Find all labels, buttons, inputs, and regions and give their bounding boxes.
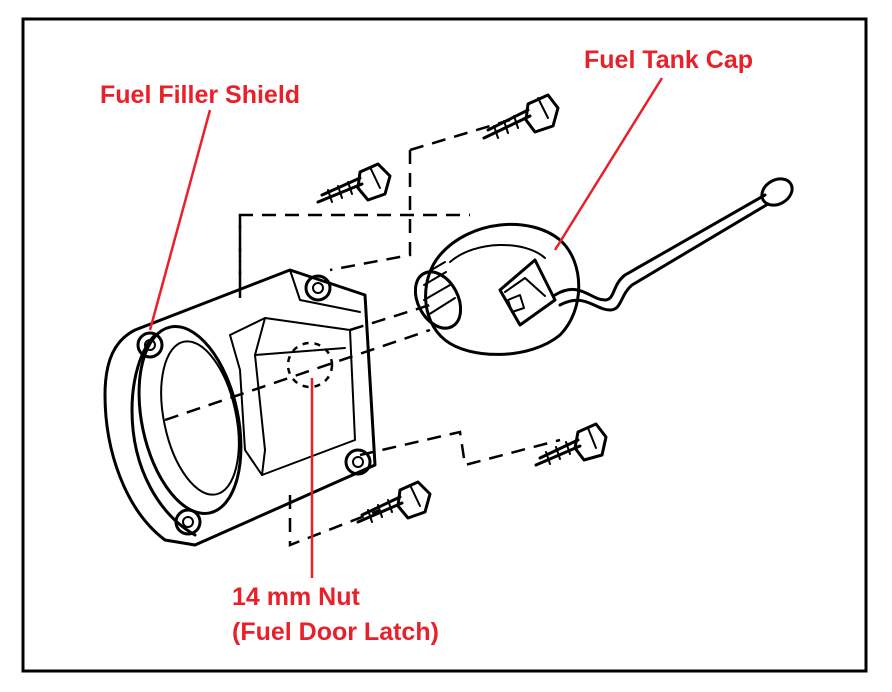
fuel-filler-shield-drawing: [103, 268, 377, 547]
label-14mm-nut: 14 mm Nut: [232, 583, 360, 611]
bolt-top-lower: [316, 162, 392, 204]
mounting-boss-top-left: [136, 331, 164, 359]
mounting-boss-bottom-left: [174, 508, 202, 536]
leader-line-fuel-filler-shield: [148, 109, 212, 331]
bolt-bottom-upper: [534, 422, 608, 467]
bolt-bottom-lower: [356, 480, 432, 524]
mounting-boss-bottom-right: [344, 448, 372, 476]
label-fuel-tank-cap: Fuel Tank Cap: [584, 46, 753, 74]
label-fuel-door-latch: (Fuel Door Latch): [232, 618, 439, 646]
label-fuel-filler-shield: Fuel Filler Shield: [100, 81, 300, 109]
mounting-boss-top-right: [304, 274, 332, 302]
leader-line-fuel-tank-cap: [553, 77, 664, 251]
bolt-top-upper: [482, 93, 560, 140]
fuel-tank-cap-drawing: [413, 177, 794, 356]
assembly-guide-lines: [164, 118, 561, 547]
